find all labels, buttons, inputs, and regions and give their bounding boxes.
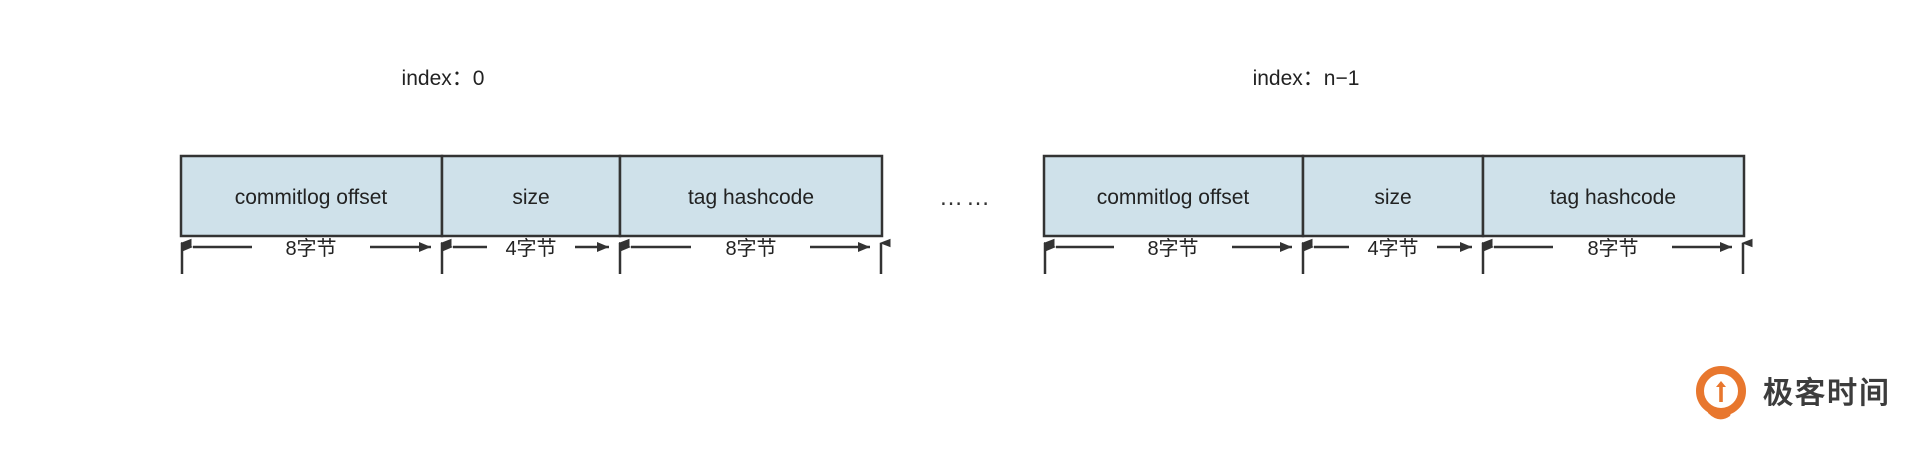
- ellipsis-separator: ……: [939, 184, 993, 211]
- cell-tag-hashcode-first: [618, 154, 884, 238]
- cell-label-size-last: size: [1374, 186, 1411, 209]
- dim-label-first-0: 8字节: [285, 237, 336, 260]
- geektime-logo-icon: [1696, 366, 1746, 420]
- cell-size-last: [1301, 154, 1485, 238]
- cell-label-commitlog-offset-last: commitlog offset: [1097, 186, 1250, 209]
- watermark-brand-text: 极客时间: [1763, 376, 1891, 410]
- cell-commitlog-offset-first: [179, 154, 444, 238]
- group-first: index：0 commitlog offset size tag hashco…: [179, 67, 891, 274]
- cell-label-tag-hashcode-last: tag hashcode: [1550, 186, 1676, 209]
- dim-label-first-2: 8字节: [725, 237, 776, 260]
- dim-label-first-1: 4字节: [505, 237, 556, 260]
- cell-label-tag-hashcode-first: tag hashcode: [688, 186, 814, 209]
- cell-label-size-first: size: [512, 186, 549, 209]
- index-label-last: index：n−1: [1253, 67, 1360, 90]
- index-label-first: index：0: [402, 67, 485, 90]
- cell-size-first: [440, 154, 622, 238]
- dim-label-last-2: 8字节: [1587, 237, 1638, 260]
- watermark: 极客时间: [1696, 366, 1891, 420]
- cell-tag-hashcode-last: [1481, 154, 1746, 238]
- cell-label-commitlog-offset-first: commitlog offset: [235, 186, 388, 209]
- dim-label-last-1: 4字节: [1367, 237, 1418, 260]
- dim-label-last-0: 8字节: [1147, 237, 1198, 260]
- group-last: index：n−1 commitlog offset size tag hash…: [1042, 67, 1753, 274]
- cell-commitlog-offset-last: [1042, 154, 1305, 238]
